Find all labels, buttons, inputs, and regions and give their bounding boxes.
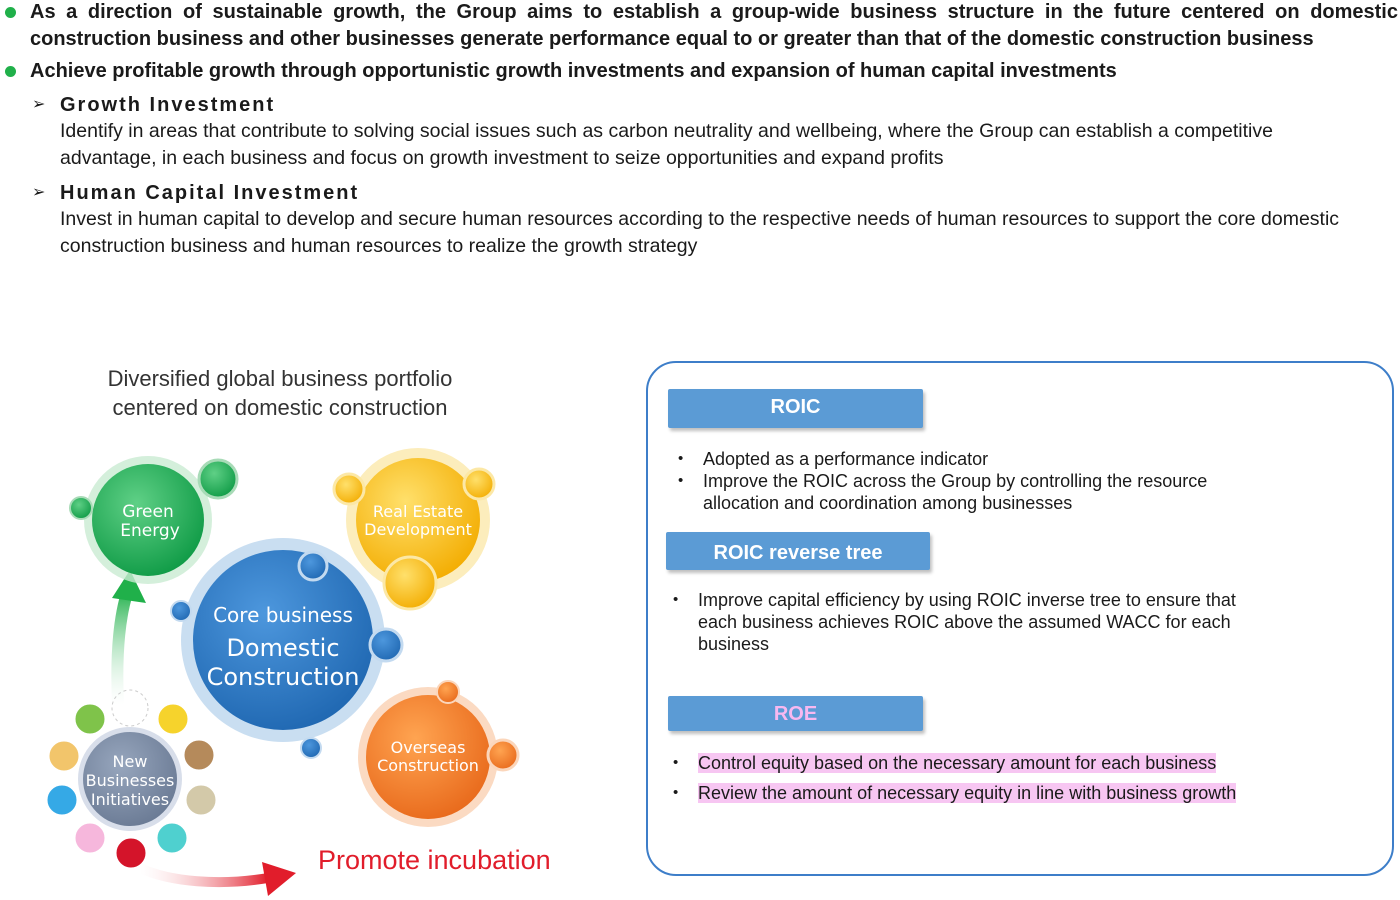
construction-label: Construction	[207, 663, 360, 691]
roe-tab: ROE	[668, 696, 923, 731]
roic-tab: ROIC	[668, 389, 923, 428]
list-item: • Improve capital efficiency by using RO…	[668, 589, 1258, 655]
green-energy-label: Energy	[120, 521, 180, 541]
new-businesses-bubble: New Businesses Initiatives	[44, 701, 219, 871]
roic-item-text: Adopted as a performance indicator	[703, 449, 989, 469]
portfolio-title: Diversified global business portfolio ce…	[60, 364, 500, 422]
bullet-icon: •	[673, 591, 679, 608]
real-estate-bubble: Real Estate Development	[332, 448, 496, 611]
real-estate-label: Real Estate	[373, 502, 463, 521]
bullet-icon: •	[678, 472, 684, 489]
promote-incubation-label: Promote incubation	[318, 845, 551, 875]
list-item: • Control equity based on the necessary …	[668, 752, 1308, 774]
portfolio-title-line: Diversified global business portfolio	[107, 366, 453, 391]
domestic-label: Domestic	[226, 634, 339, 662]
green-bullet-icon	[5, 66, 16, 77]
overseas-label: Construction	[377, 756, 479, 775]
overseas-label: Overseas	[391, 738, 466, 757]
placeholder-circle	[111, 689, 149, 727]
green-energy-bubble: Green Energy	[69, 456, 239, 584]
growth-investment-body: Identify in areas that contribute to sol…	[60, 119, 1273, 170]
core-business-label: Core business	[213, 603, 353, 627]
list-item: • Review the amount of necessary equity …	[668, 782, 1308, 804]
portfolio-title-line: centered on domestic construction	[112, 395, 448, 420]
human-capital-heading: ➢ Human Capital Investment	[32, 180, 1400, 206]
bullet-icon: •	[678, 450, 684, 467]
green-bullet-icon	[5, 7, 16, 18]
incubation-arrow-icon	[137, 862, 296, 896]
new-businesses-label: Initiatives	[91, 790, 169, 809]
human-capital-body: Invest in human capital to develop and s…	[60, 207, 1340, 258]
roe-item-text: Control equity based on the necessary am…	[698, 753, 1217, 773]
intro-bullet-sustainable: As a direction of sustainable growth, th…	[0, 0, 1398, 52]
growth-investment-title: Growth Investment	[60, 93, 276, 116]
real-estate-label: Development	[364, 520, 472, 539]
intro-bullet-text: As a direction of sustainable growth, th…	[30, 1, 1398, 50]
list-item: • Adopted as a performance indicator	[673, 448, 1253, 470]
human-capital-block: ➢ Human Capital Investment Invest in hum…	[0, 180, 1400, 261]
arrow-bullet-icon: ➢	[32, 183, 46, 201]
arrow-bullet-icon: ➢	[32, 95, 46, 113]
intro-section: As a direction of sustainable growth, th…	[0, 0, 1400, 261]
growth-investment-heading: ➢ Growth Investment	[32, 92, 1400, 118]
roe-list: • Control equity based on the necessary …	[668, 752, 1308, 804]
roic-list: • Adopted as a performance indicator • I…	[673, 448, 1253, 514]
growth-investment-block: ➢ Growth Investment Identify in areas th…	[0, 92, 1400, 173]
roic-reverse-tree-tab: ROIC reverse tree	[666, 532, 930, 570]
core-business-bubble: Core business Domestic Construction	[170, 538, 404, 759]
green-energy-label: Green	[122, 502, 173, 522]
bullet-icon: •	[673, 784, 679, 801]
roic-tree-item-text: Improve capital efficiency by using ROIC…	[698, 590, 1236, 654]
new-businesses-label: New	[113, 752, 148, 771]
roic-item-text: Improve the ROIC across the Group by con…	[703, 471, 1208, 513]
new-businesses-label: Businesses	[86, 771, 175, 790]
bullet-icon: •	[673, 754, 679, 771]
roe-item-text: Review the amount of necessary equity in…	[698, 783, 1237, 803]
intro-bullet-profitable: Achieve profitable growth through opport…	[0, 58, 1400, 85]
list-item: • Improve the ROIC across the Group by c…	[673, 470, 1253, 514]
human-capital-title: Human Capital Investment	[60, 181, 360, 204]
roic-tree-list: • Improve capital efficiency by using RO…	[668, 589, 1258, 655]
capital-efficiency-panel	[646, 361, 1394, 876]
business-portfolio-diagram: Green Energy Real Estate Development Ove…	[44, 448, 520, 896]
overseas-bubble: Overseas Construction	[358, 680, 520, 827]
intro-bullet-text: Achieve profitable growth through opport…	[30, 60, 1117, 82]
growth-up-arrow-icon	[111, 570, 146, 706]
